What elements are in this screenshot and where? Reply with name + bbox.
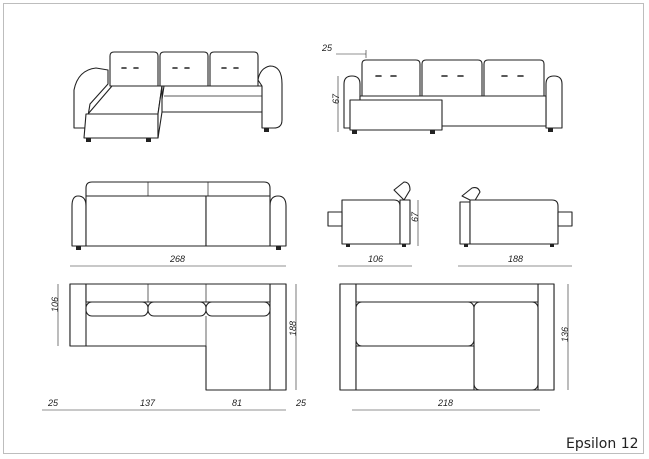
dim-label: 25 <box>321 43 333 53</box>
front-view-extended: 25 67 <box>321 43 563 134</box>
foot <box>464 244 468 247</box>
dim-label: 67 <box>410 211 420 222</box>
seat-block <box>205 195 271 247</box>
backrest <box>355 283 539 303</box>
front-elevation: 268 <box>70 181 287 267</box>
chaise-front <box>83 113 159 139</box>
right-arm <box>545 75 563 129</box>
foot <box>548 128 553 132</box>
foot <box>276 246 281 250</box>
seat-cushion <box>473 301 539 391</box>
dim-label: 218 <box>437 398 453 408</box>
pullout <box>327 211 343 227</box>
dim-label: 81 <box>232 398 242 408</box>
side-body <box>341 199 401 245</box>
left-arm <box>73 67 109 129</box>
back-cushion <box>109 51 159 87</box>
perspective-corner-view <box>73 51 283 142</box>
dim-label: 137 <box>140 398 156 408</box>
back-cushion <box>209 51 259 87</box>
back-panel <box>459 201 471 245</box>
back-cushion <box>483 59 545 97</box>
dim-label: 188 <box>288 321 298 336</box>
backrest <box>85 283 271 303</box>
drawing-frame <box>3 3 644 454</box>
side-view-left: 106 67 <box>327 181 420 267</box>
foot <box>86 138 91 142</box>
dim-label: 268 <box>169 254 185 264</box>
back-cushion <box>421 59 483 97</box>
foot <box>146 138 151 142</box>
plan-view-extended: 136 218 <box>339 283 570 411</box>
foot <box>346 244 350 247</box>
back-panel <box>399 199 411 245</box>
seat-cushion <box>147 301 207 317</box>
seams <box>147 284 207 390</box>
headrest <box>461 186 481 203</box>
back-cushion <box>361 59 421 97</box>
headrest <box>393 181 411 201</box>
chaise-side <box>157 85 163 139</box>
dim-label: 136 <box>560 327 570 342</box>
side-body <box>469 199 559 245</box>
foot <box>352 130 357 134</box>
dim-label: 67 <box>331 93 341 104</box>
foot <box>76 246 81 250</box>
product-title: Epsilon 12 <box>566 436 639 452</box>
pullout-seat <box>349 99 443 131</box>
left-arm <box>71 195 87 247</box>
pullout-bed <box>355 345 475 391</box>
dim-line <box>336 50 367 58</box>
right-arm <box>257 65 283 129</box>
right-arm <box>269 283 287 391</box>
seat-cushion <box>355 301 475 347</box>
seat <box>159 85 265 113</box>
dim-label: 25 <box>295 398 307 408</box>
plan-view-corner: 106 188 25 137 81 25 <box>42 283 307 411</box>
dim-label: 106 <box>50 297 60 312</box>
right-arm <box>537 283 555 391</box>
side-view-right: 188 <box>458 186 573 267</box>
left-arm <box>69 283 87 347</box>
seat-cushion <box>85 301 149 317</box>
seat-block <box>85 195 207 247</box>
seat-cushion <box>205 301 271 317</box>
back-cushion <box>159 51 209 87</box>
pullout <box>557 211 573 227</box>
left-arm <box>339 283 357 391</box>
foot <box>550 244 554 247</box>
cushion-seams <box>147 182 209 196</box>
dim-label: 188 <box>508 254 523 264</box>
foot <box>430 130 435 134</box>
foot <box>264 128 269 132</box>
right-arm <box>269 195 287 247</box>
backrest-top <box>85 181 271 197</box>
foot <box>402 244 406 247</box>
dim-label: 106 <box>368 254 383 264</box>
dim-label: 25 <box>47 398 59 408</box>
